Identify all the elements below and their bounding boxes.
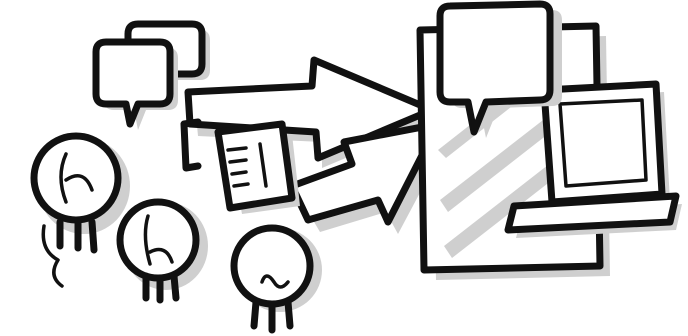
speech-bubble-icon (96, 42, 178, 130)
person-icon (120, 202, 208, 300)
person-icon (234, 228, 322, 330)
person-icon (34, 136, 130, 286)
